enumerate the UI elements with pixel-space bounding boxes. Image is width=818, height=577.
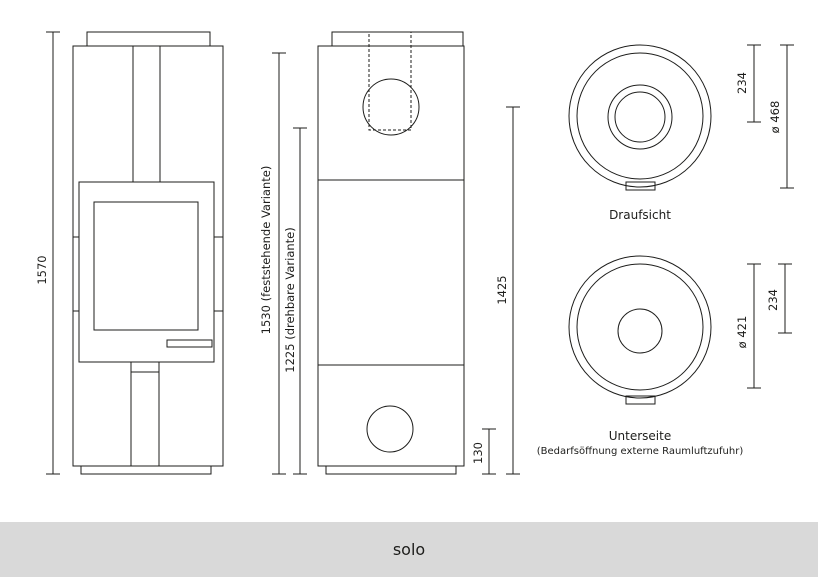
footer-bar: solo [0,522,818,577]
dimension-top-diameter: ø 468 [768,101,782,134]
dimension-top-offset: 234 [735,72,749,94]
side-body [317,45,465,467]
front-lower-column [130,361,160,467]
dimension-total-height: 1570 [35,255,49,284]
front-top-cap [86,31,211,47]
hidden-flue-outline [368,31,412,131]
side-top-cap [331,31,464,47]
dimension-base-opening: 130 [471,442,485,464]
bottom-door-handle [625,395,656,405]
front-base [80,465,212,475]
front-flue-pipe [132,45,161,183]
bottom-outer-circle [568,255,712,399]
top-outer-circle [568,44,712,188]
firebox-frame [78,181,215,363]
top-plan-view [568,44,712,191]
front-view [72,31,224,475]
dimension-inlet-height: 1425 [495,275,509,304]
bottom-inner-ring [576,263,704,391]
door-handle [166,339,213,348]
top-flue-ring [607,84,673,150]
dimension-lines [46,31,794,475]
bottom-view-caption: Unterseite [609,429,671,443]
dimension-fixed-variant: 1530 (feststehende Variante) [259,166,273,335]
firebox-glass-window [93,201,199,331]
top-inner-ring [576,52,704,180]
model-name-label: solo [392,540,426,559]
technical-drawing: 1570 1530 (feststehende Variante) 1225 (… [35,31,794,475]
rear-air-inlet [366,405,414,453]
front-body [72,45,224,467]
side-base [325,465,457,475]
bottom-air-opening [617,308,663,354]
rear-flue-outlet [362,78,420,136]
top-door-handle [625,181,656,191]
dimension-rotating-variant: 1225 (drehbare Variante) [283,227,297,372]
top-flue-opening [614,91,666,143]
bottom-view-note: (Bedarfsöffnung externe Raumluftzufuhr) [537,446,744,457]
dimension-bottom-diameter: ø 421 [735,316,749,349]
dimension-bottom-offset: 234 [766,289,780,311]
side-view [317,31,465,475]
top-view-caption: Draufsicht [609,208,671,222]
bottom-plan-view [568,255,712,405]
